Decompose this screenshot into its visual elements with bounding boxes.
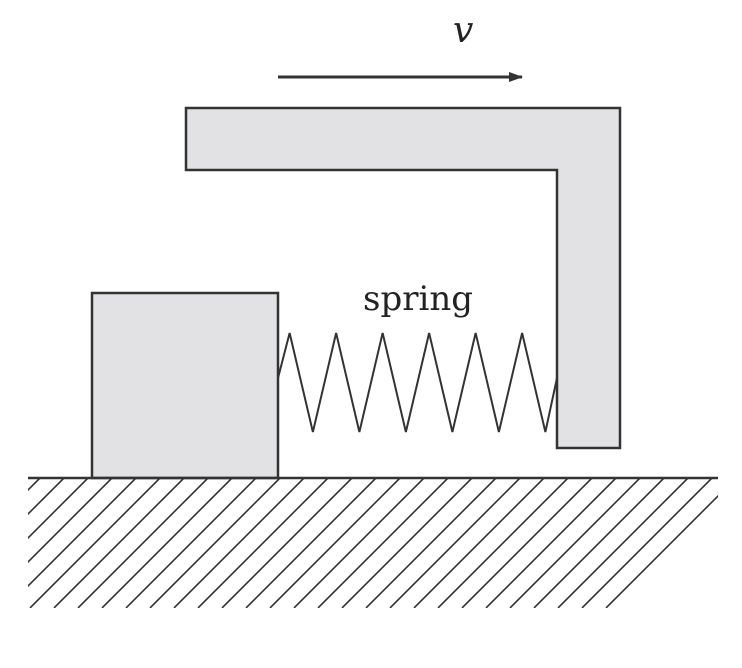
l-shaped-bracket bbox=[184, 106, 622, 450]
ground-hatching bbox=[28, 478, 718, 608]
spring-coil bbox=[277, 332, 558, 433]
hatch-line bbox=[533, 478, 665, 608]
hatch-line bbox=[413, 478, 545, 608]
hatch-line bbox=[341, 478, 473, 608]
hatch-line bbox=[125, 478, 257, 608]
hatch-line bbox=[557, 478, 689, 608]
hatch-line bbox=[581, 478, 713, 608]
hatch-line bbox=[389, 478, 521, 608]
hatch-line bbox=[245, 478, 377, 608]
hatch-line bbox=[365, 478, 497, 608]
hatch-line bbox=[461, 478, 593, 608]
velocity-label: v bbox=[453, 10, 473, 51]
hatch-line bbox=[53, 478, 185, 608]
hatch-line bbox=[605, 494, 718, 608]
hatch-line bbox=[221, 478, 353, 608]
spring-label: spring bbox=[363, 279, 473, 319]
hatch-line bbox=[293, 478, 425, 608]
hatch-line bbox=[509, 478, 641, 608]
hatch-line bbox=[28, 478, 65, 516]
hatch-line bbox=[29, 478, 161, 608]
hatch-line bbox=[101, 478, 233, 608]
hatch-line bbox=[269, 478, 401, 608]
hatch-line bbox=[77, 478, 209, 608]
hatch-line bbox=[197, 478, 329, 608]
hatch-line bbox=[28, 478, 137, 588]
hatch-line bbox=[28, 478, 41, 492]
hatch-line bbox=[149, 478, 281, 608]
hatch-line bbox=[28, 478, 113, 564]
hatch-line bbox=[437, 478, 569, 608]
hatch-line bbox=[485, 478, 617, 608]
hatch-line bbox=[28, 478, 89, 540]
block bbox=[90, 291, 280, 480]
hatch-line bbox=[173, 478, 305, 608]
hatch-line bbox=[317, 478, 449, 608]
